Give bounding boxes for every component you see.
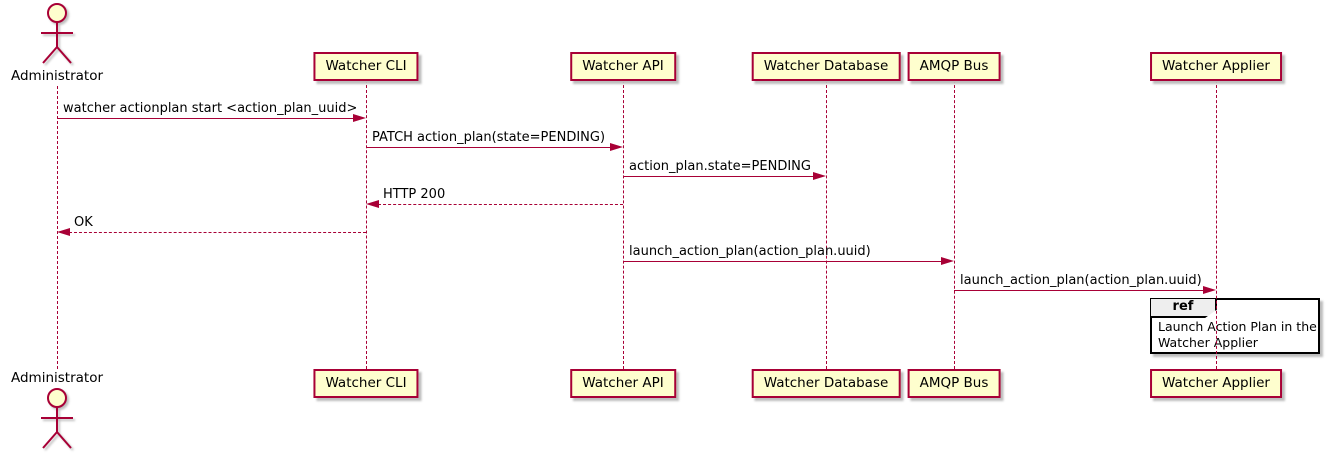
message-arrowhead — [1203, 286, 1216, 294]
participant-watcher-database-bottom: Watcher Database — [751, 369, 901, 398]
message-label: launch_action_plan(action_plan.uuid) — [629, 244, 871, 259]
actor-icon — [38, 2, 76, 70]
message-line — [623, 176, 814, 177]
participant-watcher-api-bottom: Watcher API — [570, 369, 676, 398]
lifeline-administrator — [57, 86, 58, 369]
actor-icon — [38, 387, 76, 455]
message-arrowhead — [57, 228, 70, 236]
ref-text-line2: Watcher Applier — [1158, 335, 1258, 350]
participant-watcher-api-top: Watcher API — [570, 52, 676, 81]
message-arrowhead — [610, 143, 623, 151]
message-line — [623, 261, 942, 262]
ref-fragment: ref Launch Action Plan in the Watcher Ap… — [1150, 298, 1320, 354]
message-line — [366, 147, 611, 148]
lifeline-amqp-bus — [954, 80, 955, 369]
message-arrowhead — [353, 114, 366, 122]
lifeline-watcher-applier — [1216, 80, 1217, 369]
ref-text: Launch Action Plan in the Watcher Applie… — [1158, 319, 1317, 351]
message-line — [57, 118, 354, 119]
message-arrowhead — [941, 257, 954, 265]
ref-text-line1: Launch Action Plan in the — [1158, 319, 1317, 334]
message-label: HTTP 200 — [383, 187, 446, 202]
message-line — [378, 204, 623, 205]
message-label: PATCH action_plan(state=PENDING) — [372, 130, 606, 145]
message-arrowhead — [813, 172, 826, 180]
participant-amqp-bus-bottom: AMQP Bus — [907, 369, 1001, 398]
participant-administrator-bottom-label: Administrator — [10, 370, 104, 386]
message-label: action_plan.state=PENDING — [629, 159, 811, 174]
message-line — [954, 290, 1204, 291]
participant-watcher-cli-top: Watcher CLI — [313, 52, 419, 81]
participant-watcher-database-top: Watcher Database — [751, 52, 901, 81]
participant-watcher-applier-bottom: Watcher Applier — [1150, 369, 1282, 398]
participant-watcher-cli-bottom: Watcher CLI — [313, 369, 419, 398]
message-label: launch_action_plan(action_plan.uuid) — [960, 273, 1202, 288]
ref-keyword: ref — [1151, 299, 1217, 318]
message-label: watcher actionplan start <action_plan_uu… — [63, 101, 358, 116]
message-label: OK — [74, 215, 93, 230]
lifeline-watcher-database — [826, 80, 827, 369]
message-line — [69, 232, 366, 233]
lifeline-watcher-api — [623, 80, 624, 369]
participant-watcher-applier-top: Watcher Applier — [1150, 52, 1282, 81]
participant-amqp-bus-top: AMQP Bus — [907, 52, 1001, 81]
participant-administrator-top-label: Administrator — [10, 68, 104, 84]
message-arrowhead — [366, 200, 379, 208]
lifeline-watcher-cli — [366, 80, 367, 369]
